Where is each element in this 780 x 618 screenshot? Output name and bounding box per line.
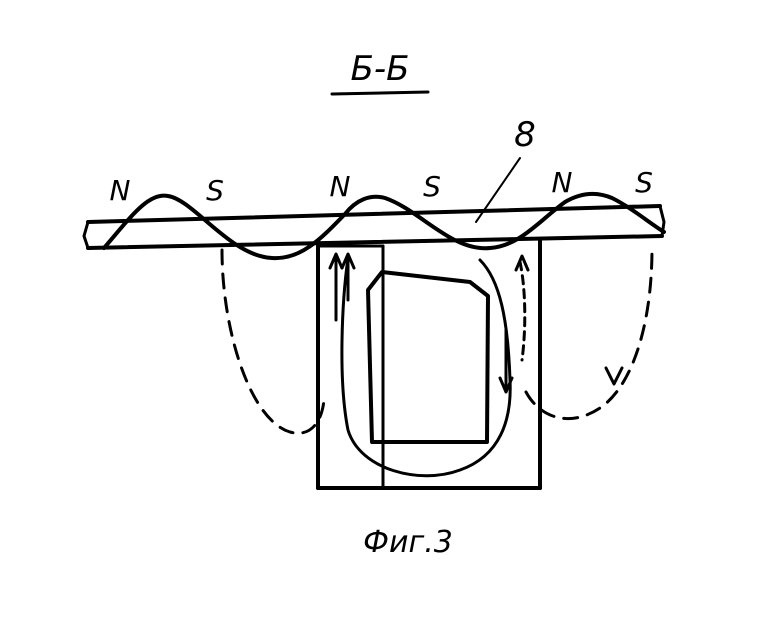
right-field-line xyxy=(524,246,654,420)
magnetic-strip xyxy=(82,204,666,250)
reference-number: 8 xyxy=(514,115,536,155)
magnetization-wave xyxy=(102,191,666,261)
flux-arrows-left xyxy=(328,252,356,322)
pole-labels: N S N S N S xyxy=(110,166,653,207)
section-title-underline xyxy=(330,90,430,96)
pole-label: S xyxy=(423,170,441,203)
left-field-line xyxy=(220,248,326,435)
right-field-arrow xyxy=(604,366,624,386)
pole-label: N xyxy=(330,170,351,203)
pole-label: S xyxy=(635,166,653,199)
flux-arrows-right xyxy=(498,254,530,394)
sensing-element xyxy=(366,270,490,444)
sensor-housing xyxy=(316,238,542,490)
pole-label: S xyxy=(206,174,224,207)
pole-label: N xyxy=(110,174,131,207)
pole-label: N xyxy=(552,166,573,199)
figure-caption: Фиг.3 xyxy=(363,525,453,560)
section-title: Б-Б xyxy=(351,49,410,89)
